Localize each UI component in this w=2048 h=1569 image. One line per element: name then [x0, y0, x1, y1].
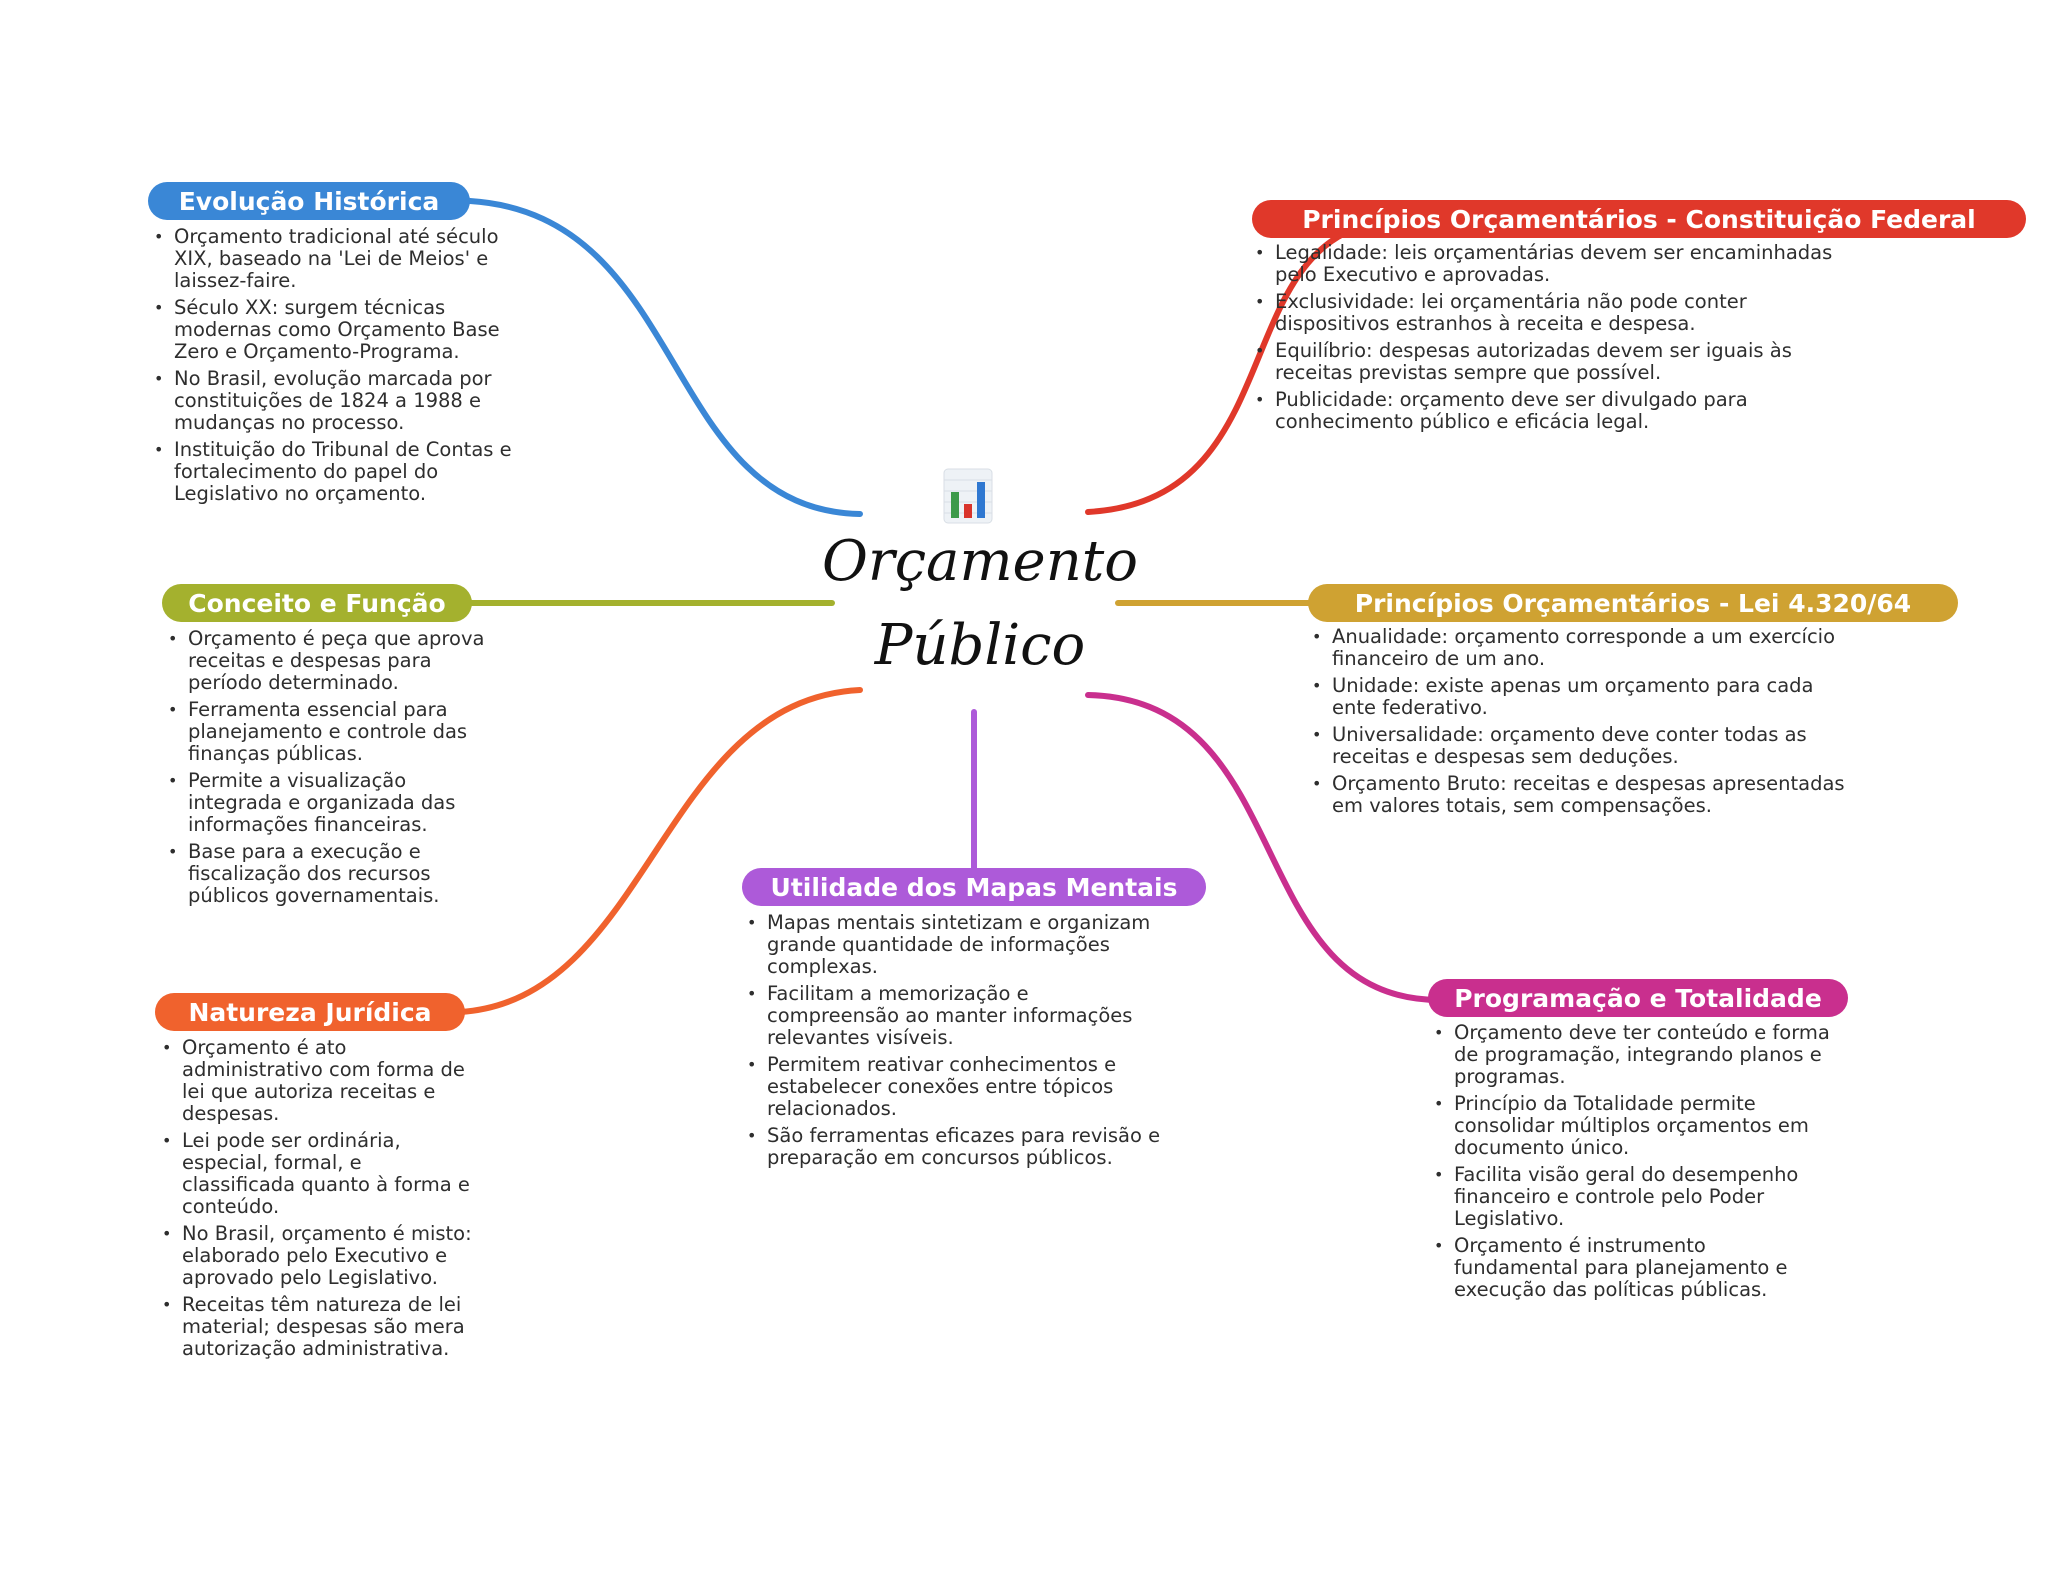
list-item: Facilita visão geral do desempenho finan…	[1432, 1164, 1832, 1230]
list-item: Equilíbrio: despesas autorizadas devem s…	[1253, 340, 1853, 384]
branch-label-text: Evolução Histórica	[178, 186, 440, 216]
list-item: Século XX: surgem técnicas modernas como…	[152, 297, 522, 363]
branch-label-text: Princípios Orçamentários - Lei 4.320/64	[1354, 588, 1912, 618]
branch-programacao-totalidade[interactable]: Programação e Totalidade	[1428, 979, 1848, 1017]
bar-chart-icon	[943, 468, 993, 524]
list-item: Publicidade: orçamento deve ser divulgad…	[1253, 389, 1853, 433]
list-item: Permite a visualização integrada e organ…	[166, 770, 506, 836]
central-topic-line2: Público	[874, 613, 1086, 678]
connector-evolucao-historica	[467, 198, 863, 517]
list-item: Orçamento é peça que aprova receitas e d…	[166, 628, 506, 694]
branch-natureza-juridica[interactable]: Natureza Jurídica	[155, 993, 465, 1031]
branch-principios-lei-4320[interactable]: Princípios Orçamentários - Lei 4.320/64	[1308, 584, 1958, 622]
list-item: Ferramenta essencial para planejamento e…	[166, 699, 506, 765]
list-item: Receitas têm natureza de lei material; d…	[160, 1294, 480, 1360]
branch-principios-constituicao-federal[interactable]: Princípios Orçamentários - Constituição …	[1252, 200, 2026, 238]
bullet-list-utilidade-mapas-mentais: Mapas mentais sintetizam e organizam gra…	[745, 912, 1165, 1174]
list-item: Instituição do Tribunal de Contas e fort…	[152, 439, 522, 505]
branch-utilidade-mapas-mentais[interactable]: Utilidade dos Mapas Mentais	[742, 868, 1206, 906]
bullet-list-principios-constituicao-federal: Legalidade: leis orçamentárias devem ser…	[1253, 242, 1853, 438]
list-item: Anualidade: orçamento corresponde a um e…	[1310, 626, 1850, 670]
bullet-list-programacao-totalidade: Orçamento deve ter conteúdo e forma de p…	[1432, 1022, 1832, 1306]
list-item: Princípio da Totalidade permite consolid…	[1432, 1093, 1832, 1159]
central-topic-line1: Orçamento	[822, 529, 1138, 594]
list-item: No Brasil, orçamento é misto: elaborado …	[160, 1223, 480, 1289]
list-item: Unidade: existe apenas um orçamento para…	[1310, 675, 1850, 719]
list-item: Base para a execução e fiscalização dos …	[166, 841, 506, 907]
branch-label-text: Utilidade dos Mapas Mentais	[770, 872, 1178, 902]
bullet-list-evolucao-historica: Orçamento tradicional até século XIX, ba…	[152, 226, 522, 510]
branch-label-text: Programação e Totalidade	[1454, 983, 1822, 1013]
bullet-list-principios-lei-4320: Anualidade: orçamento corresponde a um e…	[1310, 626, 1850, 822]
list-item: Lei pode ser ordinária, especial, formal…	[160, 1130, 480, 1218]
list-item: Orçamento é ato administrativo com forma…	[160, 1037, 480, 1125]
connector-programacao-totalidade	[1085, 692, 1443, 1003]
list-item: No Brasil, evolução marcada por constitu…	[152, 368, 522, 434]
bullet-list-natureza-juridica: Orçamento é ato administrativo com forma…	[160, 1037, 480, 1365]
list-item: Mapas mentais sintetizam e organizam gra…	[745, 912, 1165, 978]
list-item: São ferramentas eficazes para revisão e …	[745, 1125, 1165, 1169]
list-item: Facilitam a memorização e compreensão ao…	[745, 983, 1165, 1049]
list-item: Orçamento deve ter conteúdo e forma de p…	[1432, 1022, 1832, 1088]
list-item: Orçamento Bruto: receitas e despesas apr…	[1310, 773, 1850, 817]
central-topic[interactable]: Orçamento Público	[820, 520, 1140, 688]
branch-evolucao-historica[interactable]: Evolução Histórica	[148, 182, 470, 220]
list-item: Universalidade: orçamento deve conter to…	[1310, 724, 1850, 768]
list-item: Permitem reativar conhecimentos e estabe…	[745, 1054, 1165, 1120]
branch-label-text: Conceito e Função	[188, 588, 446, 618]
branch-label-text: Natureza Jurídica	[188, 997, 432, 1027]
list-item: Legalidade: leis orçamentárias devem ser…	[1253, 242, 1853, 286]
list-item: Exclusividade: lei orçamentária não pode…	[1253, 291, 1853, 335]
connector-natureza-juridica	[457, 687, 863, 1015]
bullet-list-conceito-funcao: Orçamento é peça que aprova receitas e d…	[166, 628, 506, 912]
list-item: Orçamento é instrumento fundamental para…	[1432, 1235, 1832, 1301]
list-item: Orçamento tradicional até século XIX, ba…	[152, 226, 522, 292]
branch-conceito-funcao[interactable]: Conceito e Função	[162, 584, 472, 622]
branch-label-text: Princípios Orçamentários - Constituição …	[1302, 204, 1976, 234]
